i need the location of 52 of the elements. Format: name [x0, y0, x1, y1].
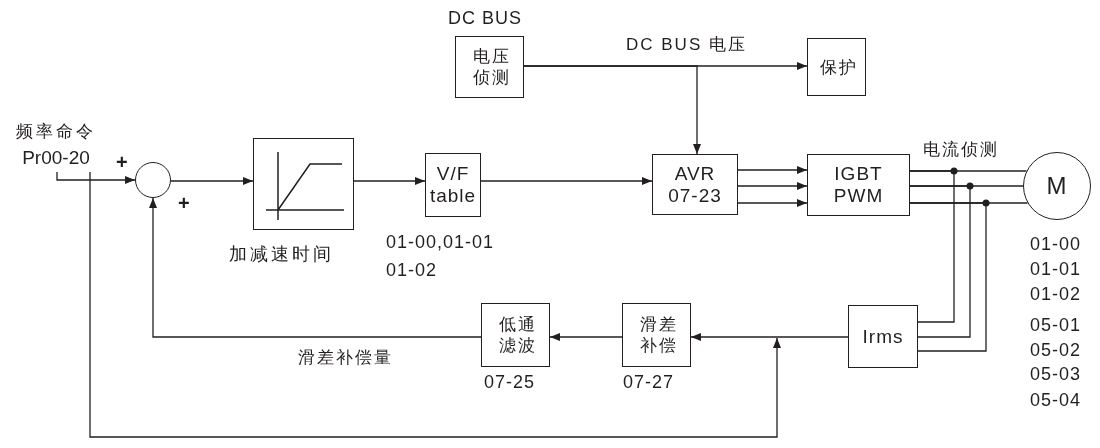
connector-line: [909, 185, 971, 338]
parameter-label: 加减速时间: [229, 243, 334, 265]
process-box: [848, 305, 918, 368]
arrow: [480, 177, 653, 185]
connector-line: [909, 170, 955, 323]
parameter-label: 07-27: [623, 371, 675, 393]
process-box: [807, 154, 910, 216]
process-box: [622, 303, 691, 367]
parameter-label: 05-04: [1030, 389, 1082, 411]
block-label: IGBT PWM: [832, 163, 885, 207]
edge-label: 滑差补偿量: [298, 347, 393, 369]
process-box: [425, 153, 481, 217]
process-box: [481, 303, 550, 367]
sign-label: +: [116, 151, 129, 173]
arrow: [549, 333, 623, 341]
connector-line: [909, 202, 987, 352]
arrow: [89, 171, 781, 438]
arrow: [523, 65, 701, 155]
input-caption: 频率命令: [16, 121, 96, 143]
parameter-label: 01-00,01-01: [386, 231, 495, 253]
arrow: [56, 171, 136, 184]
arrow: [737, 182, 808, 190]
process-box: [652, 154, 738, 215]
arrow: [353, 177, 426, 185]
parameter-label: 05-02: [1030, 339, 1082, 361]
block-label: Irms: [861, 325, 905, 348]
ramp-block: [253, 138, 354, 230]
parameter-label: 07-25: [484, 371, 536, 393]
parameter-label: 01-00: [1030, 233, 1082, 255]
block-label: 滑差补偿: [638, 314, 679, 356]
parameter-label: 05-03: [1030, 363, 1082, 385]
parameter-label: 01-02: [386, 259, 438, 281]
summing-junction: [135, 162, 171, 198]
parameter-label: 01-01: [1030, 258, 1082, 280]
signal-label: 电流侦测: [923, 139, 999, 161]
arrow: [737, 166, 808, 174]
parameter-label: 01-02: [1030, 283, 1082, 305]
motor-label: M: [1046, 175, 1068, 197]
arrow: [149, 197, 482, 338]
block-label: 低通滤波: [497, 314, 538, 356]
sign-label: +: [178, 192, 191, 214]
arrow: [737, 199, 808, 207]
parameter-code: Pr00-20: [22, 147, 90, 169]
block-label: V/F table: [429, 163, 477, 207]
block-label: 电压侦测: [471, 46, 512, 88]
arrow: [170, 177, 254, 185]
parameter-label: 05-01: [1030, 314, 1082, 336]
process-box: [807, 38, 866, 96]
block-label: 保护: [818, 56, 859, 78]
arrow: [690, 333, 849, 341]
block-label: AVR 07-23: [667, 162, 723, 207]
block-heading: DC BUS: [448, 7, 522, 29]
